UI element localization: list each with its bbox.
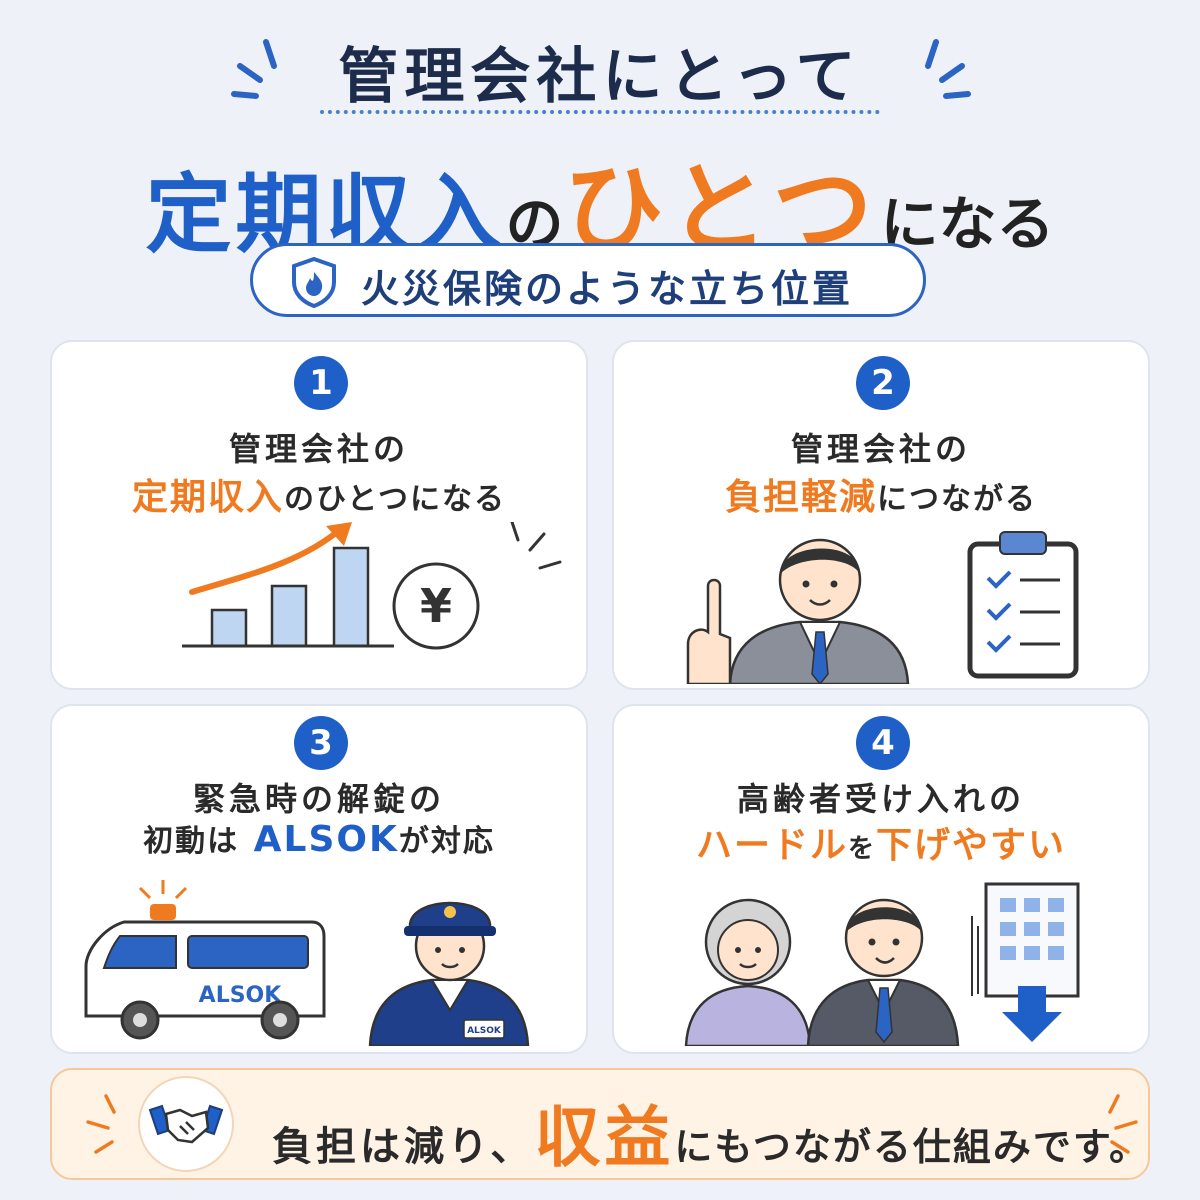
card-number-1: 1: [294, 356, 348, 410]
card-4-highlight: ハードル: [695, 825, 848, 866]
headline-primary: 管理会社にとって: [338, 42, 862, 112]
growth-chart-yen-icon: ¥: [182, 522, 562, 650]
card-2-highlight: 負担軽減: [724, 477, 877, 518]
van-label: ALSOK: [199, 983, 283, 1008]
dotted-divider: [320, 110, 880, 114]
card-2-line1: 管理会社の: [790, 430, 971, 468]
card-1: 1 管理会社の 定期収入のひとつになる ¥: [50, 340, 588, 690]
card-number-3: 3: [294, 716, 348, 770]
elderly-building-arrow-icon: [684, 882, 1080, 1046]
card-1-line2: 定期収入のひとつになる: [52, 468, 586, 520]
card-3-pre: 初動は: [143, 824, 240, 859]
card-4-line1: 高齢者受け入れの: [736, 780, 1025, 818]
banner-message: 負担は減り、収益にもつながる仕組みです。: [272, 1084, 1149, 1180]
card-3: 3 緊急時の解錠の 初動は ALSOKが対応 ALSOK ALSOK: [50, 704, 588, 1054]
yen-symbol: ¥: [420, 579, 452, 633]
card-3-line1: 緊急時の解錠の: [192, 780, 445, 818]
banner-text-c: にもつながる仕組みです。: [674, 1125, 1150, 1169]
card-4-rest: 下げやすい: [876, 825, 1067, 866]
banner-text-a: 負担は減り、: [272, 1124, 535, 1170]
card-1-line1: 管理会社の: [228, 430, 409, 468]
card-number-2: 2: [856, 356, 910, 410]
position-pill: 火災保険のような立ち位置: [250, 243, 926, 317]
card-number-4: 4: [856, 716, 910, 770]
spark-banner-right-icon: [1108, 1094, 1138, 1154]
guard-badge-label: ALSOK: [467, 1026, 502, 1036]
card-1-rest: のひとつになる: [284, 482, 506, 517]
card-4-line2: ハードルを下げやすい: [614, 816, 1148, 868]
card-2: 2 管理会社の 負担軽減につながる: [612, 340, 1150, 690]
handshake-icon: [148, 1104, 224, 1144]
businessman-clipboard-icon: [686, 531, 1079, 684]
card-3-highlight: ALSOK: [253, 819, 399, 860]
pill-label: 火災保険のような立ち位置: [361, 267, 854, 311]
card-3-rest: が対応: [398, 824, 495, 859]
card-2-line2: 負担軽減につながる: [614, 468, 1148, 520]
spark-right-icon: [925, 39, 971, 99]
card-2-rest: につながる: [877, 482, 1037, 517]
spark-banner-left-icon: [86, 1094, 116, 1154]
card-1-highlight: 定期収入: [132, 477, 285, 518]
spark-left-icon: [231, 39, 277, 99]
handshake-badge: [138, 1076, 234, 1172]
headline-becomes: になる: [880, 190, 1055, 258]
card-3-line2: 初動は ALSOKが対応: [52, 816, 586, 860]
shield-fire-icon: [292, 256, 336, 308]
alsok-van-guard-icon: ALSOK ALSOK: [84, 880, 530, 1046]
bottom-banner: 負担は減り、収益にもつながる仕組みです。: [50, 1068, 1150, 1180]
banner-text-profit: 収益: [534, 1099, 675, 1176]
card-4-particle: を: [847, 834, 876, 864]
card-4: 4 高齢者受け入れの ハードルを下げやすい: [612, 704, 1150, 1054]
